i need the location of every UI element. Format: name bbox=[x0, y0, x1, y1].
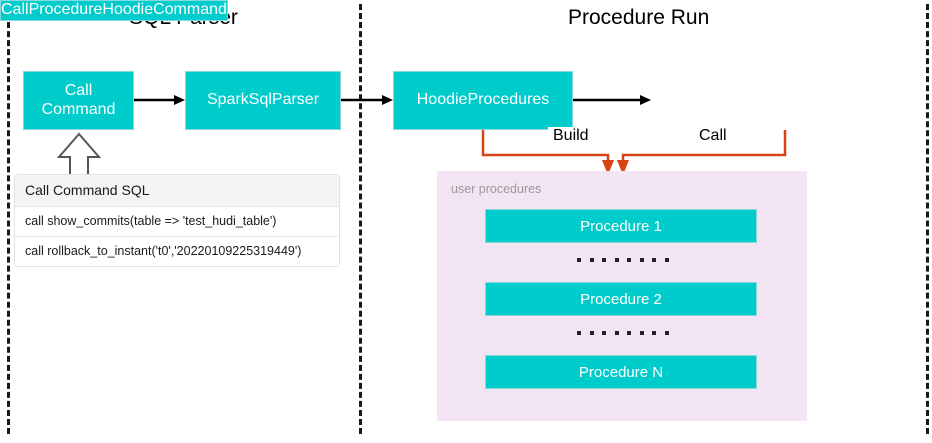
divider-dashed-left bbox=[7, 4, 10, 434]
call-command-sql-card: Call Command SQL call show_commits(table… bbox=[14, 174, 340, 267]
node-hoodie-procedures[interactable]: HoodieProcedures bbox=[393, 71, 573, 130]
arrow-spark-sql-parser-to-hoodie-procedures bbox=[341, 95, 393, 105]
arrow-hoodie-procedures-to-call-procedure-command bbox=[573, 95, 651, 105]
connector-label-call: Call bbox=[694, 127, 732, 145]
procedure-item[interactable]: Procedure N bbox=[485, 355, 757, 389]
node-call-procedure-hoodie-command[interactable]: CallProcedureHoodieCommand bbox=[0, 0, 228, 21]
arrow-call-command-to-spark-sql-parser bbox=[134, 95, 185, 105]
procedure-item[interactable]: Procedure 2 bbox=[485, 282, 757, 316]
sql-card-header: Call Command SQL bbox=[15, 175, 339, 207]
divider-dashed-right bbox=[926, 4, 929, 434]
sql-card-row[interactable]: call show_commits(table => 'test_hudi_ta… bbox=[15, 207, 339, 237]
ellipsis-dots bbox=[577, 330, 669, 336]
divider-dashed-middle bbox=[359, 4, 362, 434]
user-procedures-panel: user procedures Procedure 1 Procedure 2 … bbox=[437, 171, 807, 421]
node-call-command-line1: Call bbox=[64, 81, 93, 99]
section-title-procedure-run: Procedure Run bbox=[568, 6, 710, 29]
user-procedures-caption: user procedures bbox=[451, 182, 542, 196]
node-spark-sql-parser[interactable]: SparkSqlParser bbox=[185, 71, 341, 130]
node-call-command[interactable]: Call Command bbox=[23, 71, 134, 130]
node-call-command-line2: Command bbox=[41, 100, 116, 118]
ellipsis-dots bbox=[577, 257, 669, 263]
connector-label-build: Build bbox=[548, 127, 594, 145]
procedure-item[interactable]: Procedure 1 bbox=[485, 209, 757, 243]
sql-card-row[interactable]: call rollback_to_instant('t0','202201092… bbox=[15, 237, 339, 266]
